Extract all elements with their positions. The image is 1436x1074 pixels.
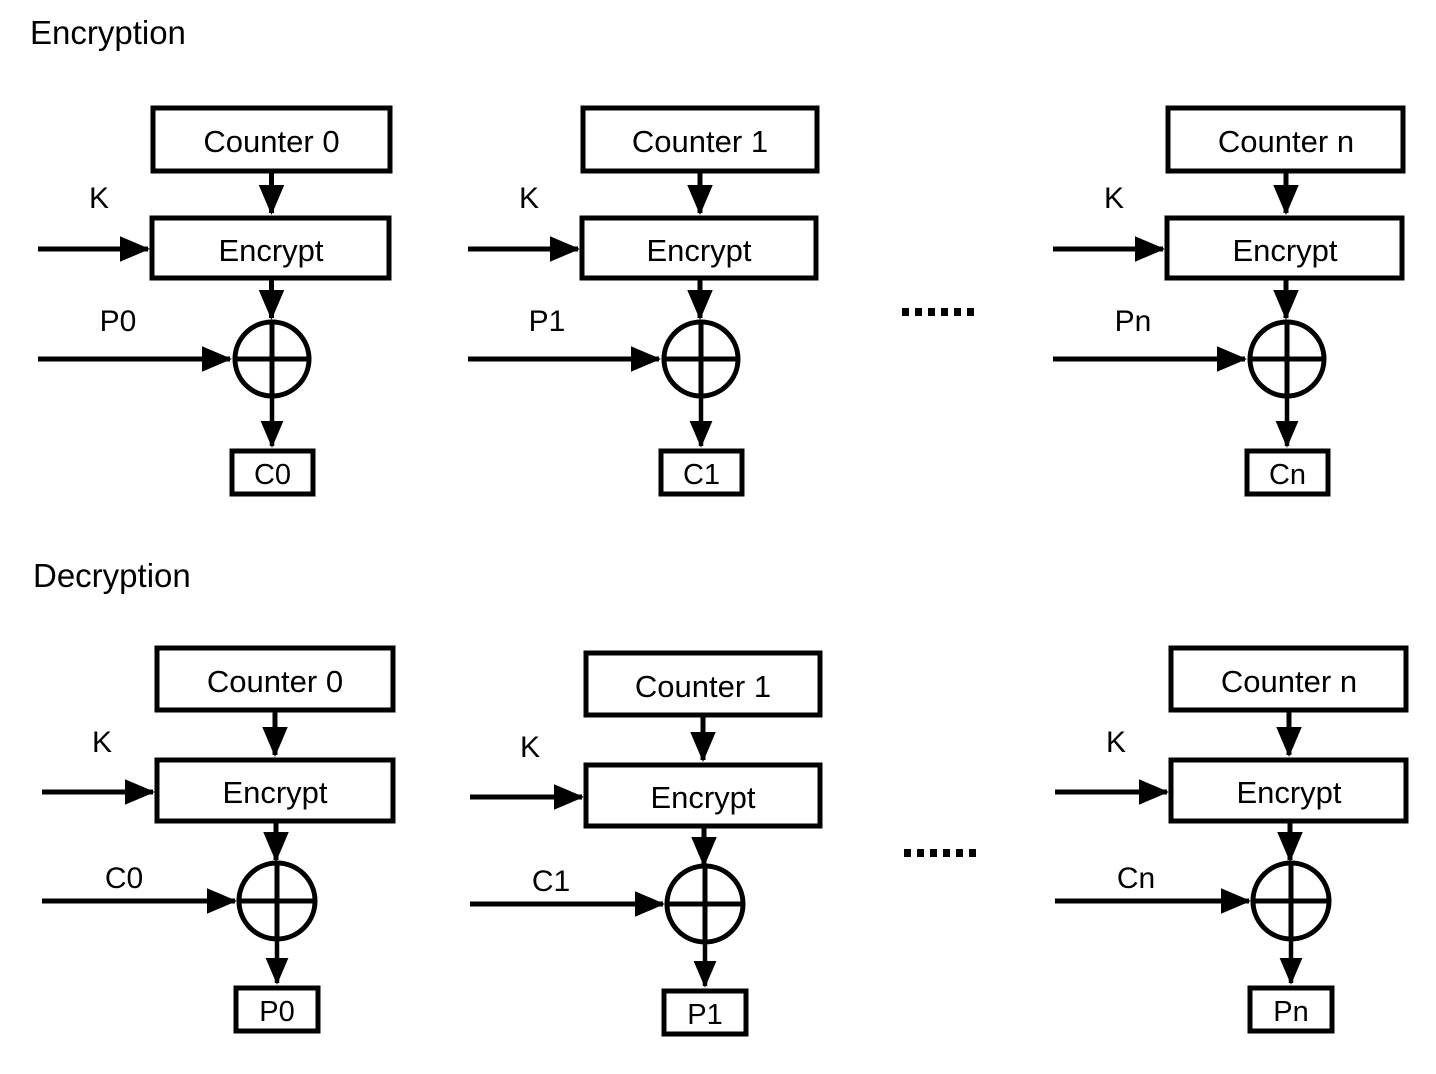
counter-box-label: Counter 1 bbox=[632, 124, 768, 159]
plaintext-box[interactable] bbox=[233, 985, 321, 1034]
decryption-section: Decryption Counter 0 Encrypt K C0 P0 Cou… bbox=[33, 557, 1409, 1037]
counter-box[interactable] bbox=[580, 105, 820, 174]
encrypt-box-label: Encrypt bbox=[218, 233, 323, 268]
ciphertext-label: Cn bbox=[1117, 862, 1155, 895]
enc-col-n: Counter n Encrypt K Pn Cn bbox=[1053, 105, 1406, 497]
dec-col-0: Counter 0 Encrypt K C0 P0 bbox=[42, 645, 396, 1034]
encrypt-box-label: Encrypt bbox=[646, 233, 751, 268]
enc-col-1: Counter 1 Encrypt K P1 C1 bbox=[468, 105, 820, 497]
counter-box-label: Counter n bbox=[1221, 664, 1357, 699]
counter-box-label: Counter 0 bbox=[207, 664, 343, 699]
ciphertext-box[interactable] bbox=[229, 448, 316, 497]
key-label: K bbox=[1104, 182, 1124, 215]
encrypt-box-label: Encrypt bbox=[650, 780, 755, 815]
key-label: K bbox=[519, 182, 539, 215]
plaintext-label: P1 bbox=[529, 305, 566, 338]
ciphertext-box[interactable] bbox=[658, 448, 745, 497]
encrypt-box[interactable] bbox=[1168, 757, 1409, 824]
plaintext-label: Pn bbox=[1115, 305, 1152, 338]
encrypt-box[interactable] bbox=[154, 757, 396, 824]
ciphertext-box[interactable] bbox=[1244, 448, 1331, 497]
plaintext-box-label: P1 bbox=[687, 999, 722, 1031]
encrypt-box-label: Encrypt bbox=[1236, 775, 1341, 810]
decryption-section-title: Decryption bbox=[33, 557, 191, 594]
dec-col-1: Counter 1 Encrypt K C1 P1 bbox=[470, 650, 823, 1037]
plaintext-box[interactable] bbox=[1247, 985, 1335, 1034]
ciphertext-label: C0 bbox=[105, 862, 143, 895]
encryption-ellipsis-icon bbox=[902, 308, 974, 316]
encrypt-box-label: Encrypt bbox=[222, 775, 327, 810]
dec-col-n: Counter n Encrypt K Cn Pn bbox=[1055, 645, 1409, 1034]
encryption-section: Encryption Counter 0 Encrypt K P0 C0 Cou… bbox=[30, 14, 1406, 497]
key-label: K bbox=[1106, 726, 1126, 759]
plaintext-box-label: P0 bbox=[259, 996, 294, 1028]
ciphertext-box-label: C1 bbox=[683, 459, 720, 491]
counter-box[interactable] bbox=[154, 645, 396, 713]
counter-box-label: Counter 1 bbox=[635, 669, 771, 704]
counter-box-label: Counter n bbox=[1218, 124, 1354, 159]
counter-box-label: Counter 0 bbox=[203, 124, 339, 159]
plaintext-box[interactable] bbox=[661, 988, 749, 1037]
plaintext-label: P0 bbox=[100, 305, 137, 338]
ciphertext-box-label: Cn bbox=[1269, 459, 1306, 491]
plaintext-box-label: Pn bbox=[1273, 996, 1308, 1028]
ciphertext-box-label: C0 bbox=[254, 459, 291, 491]
counter-box[interactable] bbox=[1165, 105, 1406, 174]
enc-col-0: Counter 0 Encrypt K P0 C0 bbox=[38, 105, 393, 497]
key-label: K bbox=[92, 726, 112, 759]
key-label: K bbox=[89, 182, 109, 215]
encrypt-box[interactable] bbox=[149, 215, 392, 281]
encrypt-box-label: Encrypt bbox=[1232, 233, 1337, 268]
encryption-section-title: Encryption bbox=[30, 14, 186, 51]
decryption-ellipsis-icon bbox=[904, 849, 976, 857]
ciphertext-label: C1 bbox=[532, 865, 570, 898]
key-label: K bbox=[520, 731, 540, 764]
